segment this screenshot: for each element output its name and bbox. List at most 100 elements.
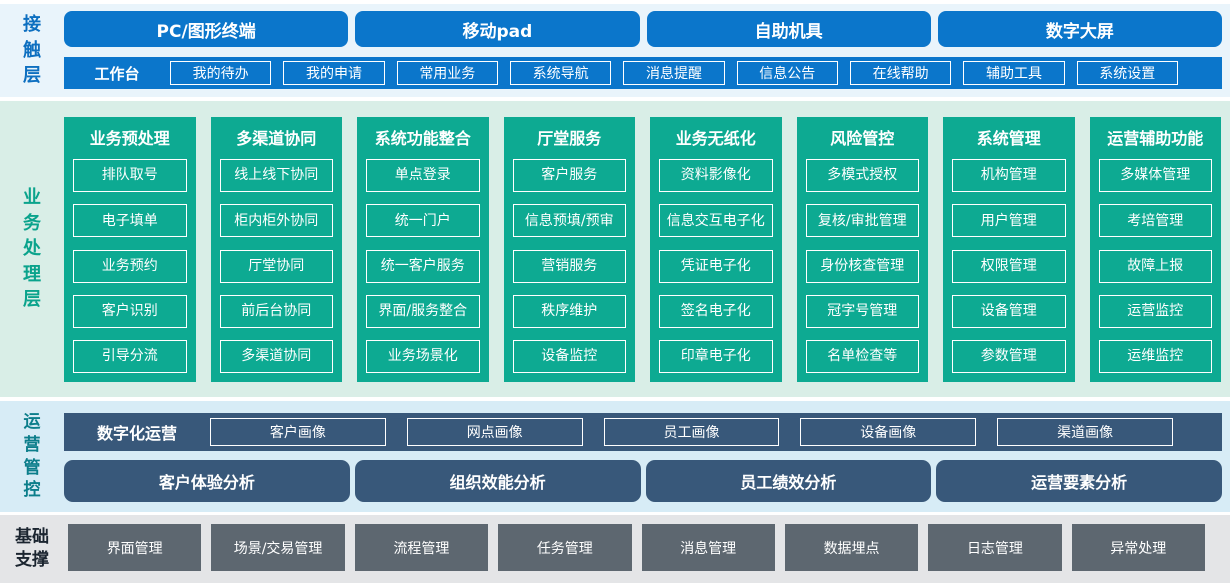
foundation-message-management: 消息管理: [641, 524, 775, 571]
biz-item: 身份核查管理: [805, 249, 919, 283]
biz-item: 考培管理: [1098, 204, 1212, 238]
biz-item: 前后台协同: [219, 294, 333, 328]
biz-item: 排队取号: [73, 159, 187, 192]
foundation-scene-transaction-management: 场景/交易管理: [211, 524, 345, 571]
column-title: 多渠道协同: [236, 129, 317, 148]
terminal-self-service: 自助机具: [646, 11, 931, 47]
biz-item: 厅堂协同: [219, 249, 333, 283]
workbench-item-my-applications: 我的申请: [283, 61, 385, 85]
biz-item: 资料影像化: [659, 159, 773, 192]
column-title: 运营辅助功能: [1107, 129, 1204, 148]
biz-item: 复核/审批管理: [805, 204, 919, 238]
biz-item: 多媒体管理: [1098, 159, 1212, 192]
biz-item: 凭证电子化: [659, 249, 773, 283]
biz-item: 单点登录: [366, 159, 480, 192]
biz-item: 设备管理: [952, 294, 1066, 328]
workbench-item-aux-tools: 辅助工具: [963, 61, 1065, 85]
biz-item: 名单检查等: [805, 340, 919, 373]
biz-item: 引导分流: [73, 340, 187, 373]
business-layer-label-cell: 业务处理层: [0, 101, 64, 397]
ops-layer-label: 运营管控: [23, 411, 41, 501]
biz-item: 秩序维护: [512, 294, 626, 328]
profile-device: 设备画像: [800, 418, 977, 446]
business-columns: 业务预处理 排队取号 电子填单 业务预约 客户识别 引导分流 多渠道协同 线上线…: [64, 101, 1230, 397]
column-business-preprocessing: 业务预处理 排队取号 电子填单 业务预约 客户识别 引导分流: [64, 117, 196, 382]
foundation-layer-label: 基础支撑: [15, 527, 49, 570]
column-title: 系统管理: [976, 129, 1041, 148]
workbench-bar: 工作台 我的待办 我的申请 常用业务 系统导航 消息提醒 信息公告 在线帮助 辅…: [64, 57, 1222, 89]
digital-ops-label: 数字化运营: [96, 424, 177, 443]
workbench-item-my-todo: 我的待办: [170, 61, 272, 85]
column-risk-control: 风险管控 多模式授权 复核/审批管理 身份核查管理 冠字号管理 名单检查等: [796, 117, 928, 382]
workbench-item-announcements: 信息公告: [736, 61, 838, 85]
foundation-layer-label-cell: 基础支撑: [0, 515, 64, 583]
column-paperless-business: 业务无纸化 资料影像化 信息交互电子化 凭证电子化 签名电子化 印章电子化: [650, 117, 782, 382]
foundation-task-management: 任务管理: [498, 524, 632, 571]
digital-ops-bar: 数字化运营 客户画像 网点画像 员工画像 设备画像 渠道画像: [64, 413, 1222, 451]
workbench-item-message-alerts: 消息提醒: [623, 61, 725, 85]
analysis-customer-experience: 客户体验分析: [64, 460, 350, 502]
foundation-exception-handling: 异常处理: [1071, 524, 1205, 571]
biz-item: 业务场景化: [366, 340, 480, 373]
biz-item: 冠字号管理: [805, 294, 919, 328]
biz-item: 签名电子化: [659, 294, 773, 328]
biz-item: 多渠道协同: [219, 340, 333, 373]
business-layer-label: 业务处理层: [23, 187, 41, 311]
biz-item: 多模式授权: [805, 159, 919, 192]
column-multichannel-collaboration: 多渠道协同 线上线下协同 柜内柜外协同 厅堂协同 前后台协同 多渠道协同: [210, 117, 342, 382]
biz-item: 运维监控: [1098, 340, 1212, 373]
foundation-process-management: 流程管理: [354, 524, 489, 571]
contact-layer-content: PC/图形终端 移动pad 自助机具 数字大屏 工作台 我的待办 我的申请 常用…: [64, 4, 1230, 97]
analysis-employee-performance: 员工绩效分析: [645, 460, 932, 502]
biz-item: 设备监控: [512, 340, 626, 373]
column-system-management: 系统管理 机构管理 用户管理 权限管理 设备管理 参数管理: [943, 117, 1075, 382]
terminal-row: PC/图形终端 移动pad 自助机具 数字大屏: [64, 11, 1222, 47]
workbench-item-common-business: 常用业务: [396, 61, 498, 85]
analysis-org-efficiency: 组织效能分析: [354, 460, 641, 502]
biz-item: 信息预填/预审: [512, 204, 626, 238]
biz-item: 机构管理: [952, 159, 1066, 192]
biz-item: 信息交互电子化: [659, 204, 773, 238]
biz-item: 用户管理: [952, 204, 1066, 238]
biz-item: 统一门户: [366, 204, 480, 238]
ops-layer-band: 运营管控 数字化运营 客户画像 网点画像 员工画像 设备画像 渠道画像 客户体验…: [0, 401, 1230, 512]
profile-channel: 渠道画像: [997, 418, 1173, 446]
workbench-item-online-help: 在线帮助: [849, 61, 952, 85]
column-title: 业务无纸化: [675, 129, 756, 148]
analysis-row: 客户体验分析 组织效能分析 员工绩效分析 运营要素分析: [64, 460, 1222, 502]
ops-layer-content: 数字化运营 客户画像 网点画像 员工画像 设备画像 渠道画像 客户体验分析 组织…: [64, 401, 1230, 512]
column-ops-auxiliary-functions: 运营辅助功能 多媒体管理 考培管理 故障上报 运营监控 运维监控: [1089, 117, 1221, 382]
foundation-ui-management: 界面管理: [68, 524, 202, 571]
profile-employee: 员工画像: [603, 418, 780, 446]
column-title: 系统功能整合: [374, 129, 471, 148]
analysis-ops-elements: 运营要素分析: [936, 460, 1222, 502]
workbench-label: 工作台: [94, 64, 140, 83]
biz-item: 统一客户服务: [366, 249, 480, 283]
biz-item: 客户识别: [73, 294, 187, 328]
contact-layer-label-cell: 接触层: [0, 4, 64, 97]
biz-item: 参数管理: [952, 340, 1066, 373]
column-system-function-integration: 系统功能整合 单点登录 统一门户 统一客户服务 界面/服务整合 业务场景化: [357, 117, 489, 382]
biz-item: 故障上报: [1098, 249, 1212, 283]
column-title: 厅堂服务: [537, 129, 602, 148]
biz-item: 业务预约: [73, 249, 187, 283]
biz-item: 柜内柜外协同: [219, 204, 333, 238]
biz-item: 线上线下协同: [219, 159, 333, 192]
biz-item: 电子填单: [73, 204, 187, 238]
workbench-item-system-navigation: 系统导航: [509, 61, 612, 85]
biz-item: 客户服务: [512, 159, 626, 192]
terminal-mobile-pad: 移动pad: [355, 11, 640, 47]
column-title: 业务预处理: [89, 129, 170, 148]
biz-item: 运营监控: [1098, 294, 1212, 328]
contact-layer-band: 接触层 PC/图形终端 移动pad 自助机具 数字大屏 工作台 我的待办 我的申…: [0, 4, 1230, 97]
foundation-log-management: 日志管理: [928, 524, 1062, 571]
business-layer-band: 业务处理层 业务预处理 排队取号 电子填单 业务预约 客户识别 引导分流 多渠道…: [0, 101, 1230, 397]
terminal-pc: PC/图形终端: [64, 11, 349, 47]
biz-item: 界面/服务整合: [366, 294, 480, 328]
terminal-digital-screen: 数字大屏: [937, 11, 1222, 47]
column-title: 风险管控: [830, 129, 895, 148]
foundation-layer-band: 基础支撑 界面管理 场景/交易管理 流程管理 任务管理 消息管理 数据埋点 日志…: [0, 515, 1230, 583]
biz-item: 印章电子化: [659, 340, 773, 373]
biz-item: 权限管理: [952, 249, 1066, 283]
